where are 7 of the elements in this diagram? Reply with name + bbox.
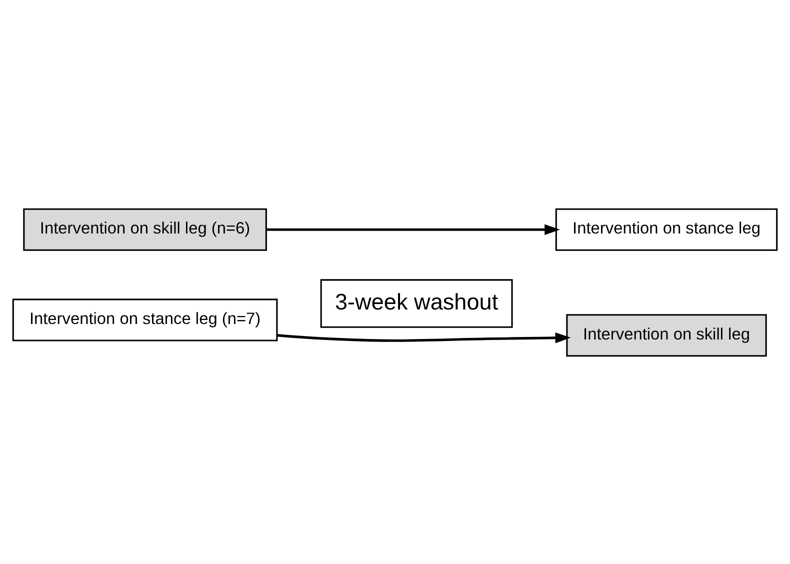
arrow bbox=[266, 224, 560, 235]
node-box: Intervention on skill leg (n=6) bbox=[23, 208, 267, 250]
node-box: Intervention on skill leg bbox=[566, 314, 767, 356]
arrow bbox=[277, 332, 571, 343]
node-box: Intervention on stance leg bbox=[555, 208, 778, 250]
node-box: Intervention on stance leg (n=7) bbox=[12, 298, 278, 341]
node-box: 3-week washout bbox=[320, 278, 513, 328]
